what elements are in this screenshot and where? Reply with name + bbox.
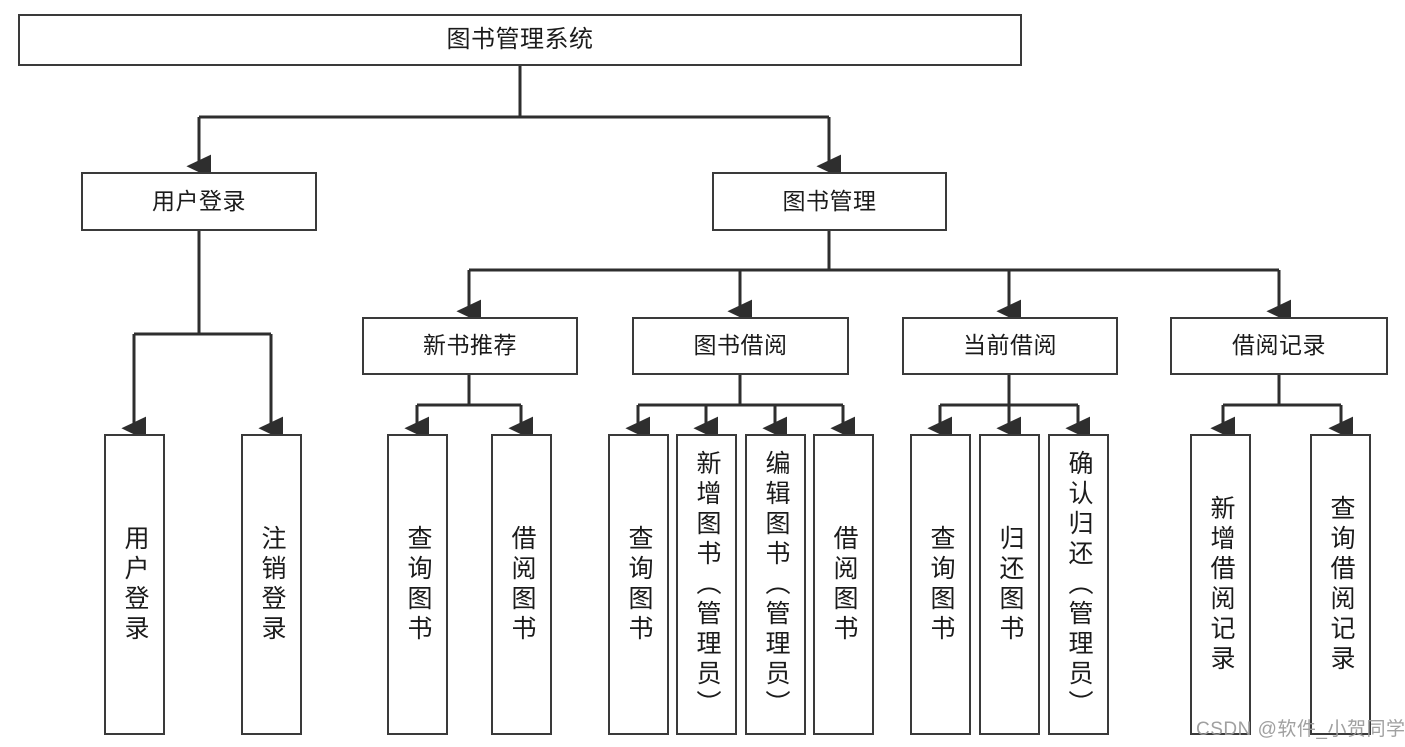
node-label: 查询借阅记录 — [1327, 494, 1355, 675]
node-leaf-query-book-borrow[interactable]: 查询图书 — [608, 434, 669, 735]
node-label: 确认归还（管理员） — [1065, 449, 1093, 720]
node-label: 编辑图书（管理员） — [762, 449, 790, 720]
node-leaf-confirm-return-admin[interactable]: 确认归还（管理员） — [1048, 434, 1109, 735]
node-label: 查询图书 — [404, 524, 432, 645]
node-label: 用户登录 — [121, 524, 149, 645]
node-label: 借阅图书 — [508, 524, 536, 645]
node-label: 借阅图书 — [830, 524, 858, 645]
watermark-csdn: CSDN @软件_小贺同学 — [1196, 719, 1405, 740]
node-label: 查询图书 — [927, 524, 955, 645]
node-label: 查询图书 — [625, 524, 653, 645]
node-label: 新增借阅记录 — [1207, 494, 1235, 675]
node-borrow-record[interactable]: 借阅记录 — [1170, 317, 1388, 375]
node-label: 新增图书（管理员） — [693, 449, 721, 720]
node-new-book-recommend[interactable]: 新书推荐 — [362, 317, 578, 375]
node-label: 新书推荐 — [423, 332, 517, 359]
node-label: 归还图书 — [996, 524, 1024, 645]
node-label: 图书管理系统 — [446, 25, 594, 53]
node-book-management[interactable]: 图书管理 — [712, 172, 947, 231]
node-leaf-logout-login[interactable]: 注销登录 — [241, 434, 302, 735]
node-leaf-user-login[interactable]: 用户登录 — [104, 434, 165, 735]
node-leaf-add-borrow-record[interactable]: 新增借阅记录 — [1190, 434, 1251, 735]
node-label: 借阅记录 — [1232, 332, 1326, 359]
node-label: 当前借阅 — [963, 332, 1057, 359]
node-label: 用户登录 — [152, 187, 246, 214]
node-user-login[interactable]: 用户登录 — [81, 172, 317, 231]
node-label: 注销登录 — [258, 524, 286, 645]
node-leaf-borrow-book-borrow[interactable]: 借阅图书 — [813, 434, 874, 735]
node-leaf-add-book-admin[interactable]: 新增图书（管理员） — [676, 434, 737, 735]
node-label: 图书管理 — [782, 187, 877, 214]
node-leaf-borrow-book-recommend[interactable]: 借阅图书 — [491, 434, 552, 735]
node-leaf-edit-book-admin[interactable]: 编辑图书（管理员） — [745, 434, 806, 735]
node-book-borrow[interactable]: 图书借阅 — [632, 317, 849, 375]
node-label: 图书借阅 — [693, 332, 788, 359]
node-root-book-management-system[interactable]: 图书管理系统 — [18, 14, 1022, 66]
node-leaf-query-book-recommend[interactable]: 查询图书 — [387, 434, 448, 735]
node-leaf-query-borrow-record[interactable]: 查询借阅记录 — [1310, 434, 1371, 735]
node-leaf-return-book[interactable]: 归还图书 — [979, 434, 1040, 735]
node-current-borrow[interactable]: 当前借阅 — [902, 317, 1118, 375]
node-leaf-query-book-current[interactable]: 查询图书 — [910, 434, 971, 735]
